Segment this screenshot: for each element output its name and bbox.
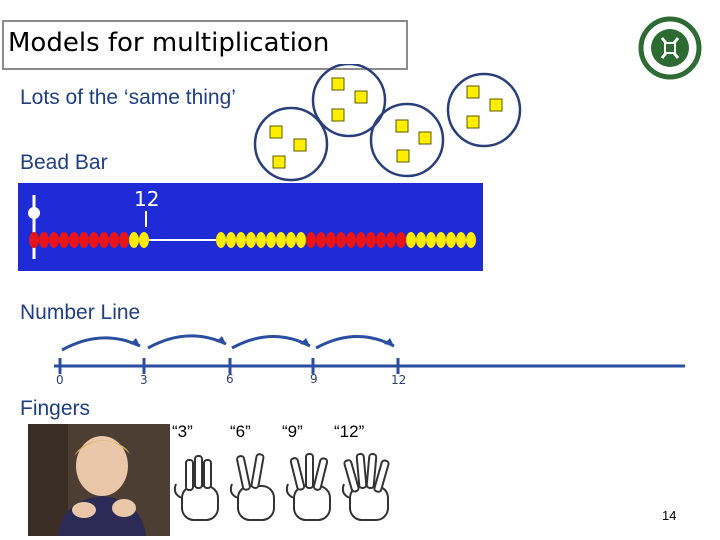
square	[396, 149, 410, 163]
bead	[236, 232, 246, 248]
bead	[69, 232, 79, 248]
bead	[386, 232, 396, 248]
bead	[109, 232, 119, 248]
slide-title: Models for multiplication	[8, 28, 330, 58]
hand-sign-icon	[341, 452, 390, 521]
bead	[306, 232, 316, 248]
tick-label: 0	[56, 373, 64, 387]
bead	[246, 232, 256, 248]
tick-label: 6	[226, 372, 234, 386]
bead	[436, 232, 446, 248]
group-circle	[253, 106, 329, 182]
bead	[29, 232, 39, 248]
bead	[346, 232, 356, 248]
bead	[119, 232, 129, 248]
bead	[446, 232, 456, 248]
bead	[296, 232, 306, 248]
number-line-label: Number Line	[20, 301, 141, 324]
bead	[256, 232, 266, 248]
square	[466, 85, 480, 99]
groups-label: Lots of the ‘same thing’	[20, 86, 236, 109]
bead	[89, 232, 99, 248]
group-circle	[446, 72, 522, 148]
bead	[49, 232, 59, 248]
bead	[216, 232, 226, 248]
bead	[226, 232, 236, 248]
bead-bar-label: Bead Bar	[20, 151, 108, 174]
hand-sign-icon	[285, 453, 331, 521]
square	[293, 138, 307, 152]
bead	[336, 232, 346, 248]
bead	[396, 232, 406, 248]
bead	[129, 232, 139, 248]
square	[466, 115, 480, 129]
bead	[266, 232, 276, 248]
quote-label: “12”	[334, 422, 365, 441]
jump-arrow	[231, 335, 311, 350]
tick-label: 12	[391, 373, 407, 387]
number-line	[54, 334, 685, 374]
bead	[39, 232, 49, 248]
hand-sign-icon	[173, 455, 219, 521]
bead	[316, 232, 326, 248]
square	[331, 108, 345, 122]
square	[331, 77, 345, 91]
bead	[59, 232, 69, 248]
page-number: 14	[662, 508, 677, 523]
square	[418, 131, 432, 145]
square	[269, 125, 283, 139]
bead	[139, 232, 149, 248]
hand-signs	[173, 452, 390, 521]
child-photo	[28, 424, 170, 536]
quote-label: “3”	[172, 422, 193, 441]
fingers-label: Fingers	[20, 397, 91, 420]
bead	[326, 232, 336, 248]
bead	[406, 232, 416, 248]
square	[489, 98, 503, 112]
bead	[456, 232, 466, 248]
group-circle	[311, 64, 387, 138]
bead	[416, 232, 426, 248]
quote-label: “9”	[282, 422, 303, 441]
jump-arrow	[315, 335, 395, 350]
bead	[356, 232, 366, 248]
title-box	[2, 20, 408, 70]
jump-arrow	[61, 336, 141, 352]
square	[272, 155, 286, 169]
group-circle	[369, 102, 445, 178]
hand-sign-icon	[229, 453, 275, 521]
bead	[366, 232, 376, 248]
bead-marker-label: 12	[134, 187, 160, 211]
square	[395, 119, 409, 133]
bead	[426, 232, 436, 248]
bead	[466, 232, 476, 248]
bead	[276, 232, 286, 248]
tick-label: 3	[140, 373, 148, 387]
groups-diagram	[253, 64, 522, 182]
tick-label: 9	[310, 372, 318, 386]
bead	[286, 232, 296, 248]
bead	[376, 232, 386, 248]
bead-bar: 12	[18, 183, 483, 271]
bead	[79, 232, 89, 248]
bead	[99, 232, 109, 248]
jump-arrow	[147, 334, 227, 350]
square	[354, 90, 368, 104]
quote-label: “6”	[230, 422, 251, 441]
logo-icon	[626, 14, 706, 80]
